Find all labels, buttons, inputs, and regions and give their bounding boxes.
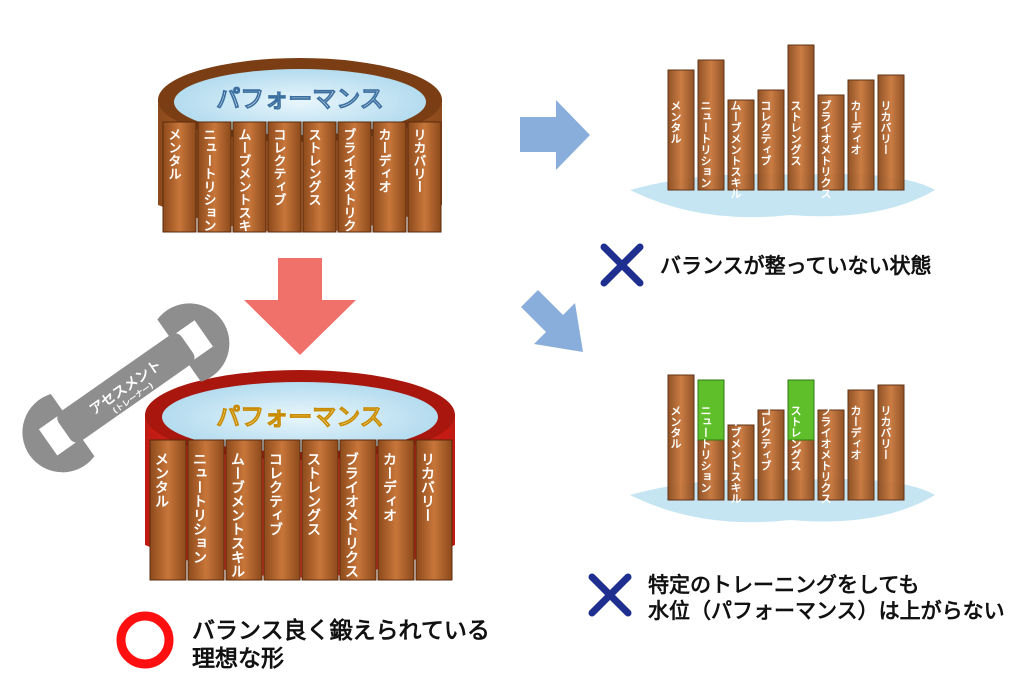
barrel-stave [877, 384, 905, 501]
stave-label: ストレングス [789, 405, 802, 471]
barrel-stave [817, 409, 845, 501]
barrel-water-red [162, 382, 438, 452]
barrel-ideal-wood: メンタル ニュートリション ムーブメントスキル コレクティブ ストレングス ブライオメトリ… [158, 58, 442, 245]
caption-specific-line1: 特定のトレーニングをしても [648, 573, 920, 597]
barrel-stave [263, 439, 301, 581]
stave-label: リカバリー [879, 405, 892, 460]
barrel-stave [757, 409, 785, 501]
stave-label: ニュートリション [201, 128, 216, 232]
caption-balanced-line1: バランス良く鍛えられている [192, 618, 490, 644]
barrel-ideal-red: メンタル ニュートリション ムーブメントスキル コレクティブ ストレングス ブライオメトリ… [145, 370, 455, 581]
barrel-stave [787, 44, 815, 191]
barrel-stave [232, 121, 267, 233]
barrel-stave [757, 89, 785, 191]
barrel-water [174, 69, 426, 135]
barrel-stave [847, 389, 875, 501]
stave-label: メンタル [669, 100, 682, 144]
barrel-stave [301, 439, 339, 581]
stave-label: メンタル [669, 405, 682, 449]
barrel-stave [339, 439, 377, 581]
barrel-stave [197, 121, 232, 233]
barrel-specific-training: メンタル ニュートリション ムーブメントスキル コレクティブ ストレングス ブライオメトリ… [630, 374, 935, 523]
stave-label: コレクティブ [271, 128, 287, 206]
stave-label: コレクティブ [759, 405, 772, 471]
stave-label: カーディオ [376, 128, 392, 193]
caption-specific-line2: 水位（パフォーマンス）は上がらない [648, 599, 1005, 623]
stave-label: ニュートリション [699, 405, 712, 493]
arrow-right [520, 100, 590, 170]
barrel-stave [697, 59, 725, 191]
cross-icon-2 [588, 573, 632, 617]
stave-label: ブライオメトリクス [819, 404, 832, 504]
barrel-stave [372, 121, 407, 233]
barrel-stave [162, 121, 197, 233]
stave-label: リカバリー [411, 128, 427, 193]
stave-label: ムーブメントスキル [229, 452, 245, 578]
stave-label: ムーブメントスキル [236, 128, 252, 245]
arrow-down-right [521, 290, 583, 352]
barrel-stave [727, 99, 755, 191]
barrel-stave [667, 374, 695, 501]
stave-label: ニュートリション [191, 452, 207, 564]
stave-label: コレクティブ [759, 100, 772, 166]
barrel-unbalanced: メンタル ニュートリション ムーブメントスキル コレクティブ ストレングス ブライオメトリ… [630, 44, 935, 218]
circle-ok-icon [116, 611, 174, 669]
stave-label: カーディオ [849, 100, 862, 155]
barrel-stave [337, 121, 372, 233]
barrel-title-red: パフォーマンス [216, 403, 384, 431]
stave-label: ニュートリション [699, 100, 712, 188]
barrel-stave [667, 69, 695, 191]
caption-balanced-line2: 理想な形 [192, 646, 284, 672]
stave-label: ムーブメントスキル [729, 100, 742, 199]
barrel-stave [415, 439, 453, 581]
stave-label: カーディオ [381, 452, 397, 522]
stave-extension-green [697, 379, 725, 441]
stave-label: ストレングス [306, 128, 322, 206]
arrow-down [244, 258, 356, 355]
barrel-title: パフォーマンス [216, 85, 384, 113]
barrel-stave [407, 121, 442, 233]
barrel-stave [149, 439, 187, 581]
stave-label: ブライオメトリクス [341, 127, 357, 245]
barrel-stave [877, 74, 905, 191]
stave-label: メンタル [153, 452, 169, 508]
stave-label: コレクティブ [267, 452, 283, 536]
stave-label: ストレングス [789, 100, 802, 166]
stave-label: ストレングス [305, 452, 321, 536]
barrel-stave [267, 121, 302, 233]
barrel-stave [225, 439, 263, 581]
stave-label: カーディオ [849, 405, 862, 460]
stave-label: メンタル [166, 128, 182, 180]
barrel-stave [302, 121, 337, 233]
barrel-stave [727, 424, 755, 501]
barrel-stave [187, 439, 225, 581]
stave-label: ブライオメトリクス [819, 99, 832, 199]
barrel-stave [817, 94, 845, 191]
stave-label: ムーブメントスキル [729, 405, 742, 504]
stave-extension-green [787, 379, 815, 441]
barrel-stave [847, 79, 875, 191]
cross-icon [600, 243, 644, 287]
stave-label: リカバリー [419, 452, 435, 522]
barrel-stave [377, 439, 415, 581]
stave-label: ブライオメトリクス [343, 451, 359, 578]
stave-label: リカバリー [879, 100, 892, 155]
caption-unbalanced: バランスが整っていない状態 [660, 254, 932, 278]
